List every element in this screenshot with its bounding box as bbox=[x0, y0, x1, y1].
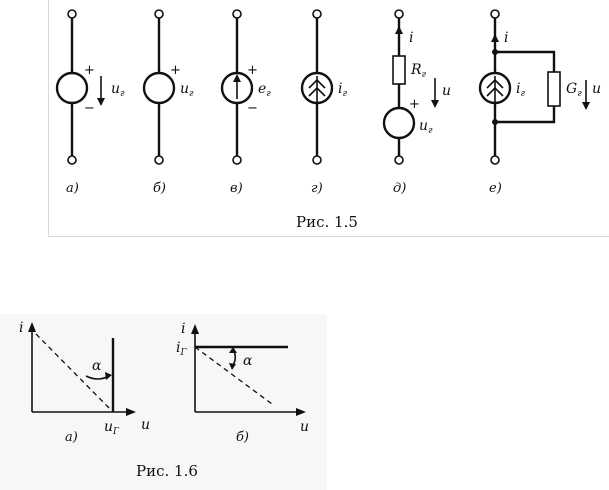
terminal-e-bottom bbox=[394, 155, 404, 165]
graph-a-angle-arrowhead bbox=[105, 372, 112, 380]
circuit-d: iг г) bbox=[300, 9, 347, 196]
graph-b-x-label: u bbox=[300, 419, 309, 435]
graph-b-y-tick: iГ bbox=[176, 340, 187, 358]
emf-label-c: eг bbox=[258, 81, 271, 99]
circuit-b: + uг б) bbox=[142, 9, 194, 196]
figure-1-5-caption: Рис. 1.5 bbox=[296, 213, 358, 231]
graph-a-angle-arc bbox=[85, 375, 110, 380]
terminal-b-top bbox=[154, 9, 164, 19]
figure-1-5: + − uг а) + uг б) + − eг в) bbox=[48, 0, 609, 237]
emf-arrowhead-c bbox=[233, 74, 241, 82]
graph-a-dashed-line bbox=[35, 333, 114, 413]
sublabel-c: в) bbox=[230, 181, 243, 196]
graph-a-x-arrowhead bbox=[126, 408, 136, 416]
current-source-f-chevrons bbox=[486, 78, 504, 97]
graph-b-y-arrowhead bbox=[191, 324, 199, 334]
terminal-f-bottom bbox=[490, 155, 500, 165]
voltage-arrowhead-e bbox=[431, 100, 439, 108]
graph-b-y-label: i bbox=[181, 321, 185, 337]
terminal-c-bottom bbox=[232, 155, 242, 165]
voltage-arrowhead-a bbox=[97, 98, 105, 106]
resistor-label-e: Rг bbox=[410, 62, 427, 80]
voltage-label-e: u bbox=[442, 83, 451, 99]
graph-a-x-tick: uГ bbox=[104, 419, 120, 437]
minus-sign-a: − bbox=[84, 101, 95, 116]
figure-1-5-drawing: + − uг а) + uг б) + − eг в) bbox=[55, 9, 601, 231]
voltage-source-a bbox=[55, 71, 89, 105]
circuit-e: i Rг + uг u д) bbox=[382, 9, 451, 196]
current-label-e: i bbox=[409, 30, 413, 46]
plus-sign-b: + bbox=[170, 63, 181, 78]
terminal-e-top bbox=[394, 9, 404, 19]
current-arrow-f bbox=[491, 34, 499, 42]
figure-1-6-drawing: i u α uГ а) i u α iГ б) Рис. 1.6 bbox=[19, 320, 309, 480]
graph-b-sublabel: б) bbox=[236, 430, 249, 445]
graph-b: i u α iГ б) bbox=[176, 321, 309, 445]
voltage-label-b: uг bbox=[180, 81, 194, 99]
sublabel-d: г) bbox=[311, 181, 323, 196]
graph-b-angle-arrowhead bbox=[229, 363, 236, 370]
figure-1-6: i u α uГ а) i u α iГ б) Рис. 1.6 bbox=[0, 314, 327, 490]
terminal-b-bottom bbox=[154, 155, 164, 165]
current-label-f: i bbox=[504, 30, 508, 46]
plus-sign-c: + bbox=[247, 63, 258, 78]
conductance-label-f: Gг bbox=[566, 81, 582, 99]
circuit-f: i iг Gг u е) bbox=[478, 9, 601, 196]
graph-b-x-arrowhead bbox=[296, 408, 306, 416]
sublabel-e: д) bbox=[393, 181, 406, 196]
conductance-f bbox=[547, 71, 561, 107]
graph-b-angle-arrowhead-top bbox=[229, 347, 237, 353]
graph-a-x-label: u bbox=[141, 417, 150, 433]
sublabel-f: е) bbox=[489, 181, 502, 196]
terminal-c-top bbox=[232, 9, 242, 19]
graph-a: i u α uГ а) bbox=[19, 320, 150, 445]
source-label-e: uг bbox=[419, 118, 433, 136]
graph-a-sublabel: а) bbox=[65, 430, 78, 445]
terminal-d-bottom bbox=[312, 155, 322, 165]
voltage-label-a: uг bbox=[111, 81, 125, 99]
current-source-d-chevrons bbox=[308, 78, 326, 97]
minus-sign-c: − bbox=[247, 101, 258, 116]
sublabel-b: б) bbox=[153, 181, 166, 196]
plus-sign-e: + bbox=[409, 97, 420, 112]
resistor-e bbox=[392, 55, 406, 85]
current-arrow-e bbox=[395, 26, 403, 34]
terminal-f-top bbox=[490, 9, 500, 19]
voltage-label-f: u bbox=[592, 81, 601, 97]
graph-b-dashed-line bbox=[194, 346, 273, 405]
terminal-a-bottom bbox=[67, 155, 77, 165]
terminal-a-top bbox=[67, 9, 77, 19]
terminal-d-top bbox=[312, 9, 322, 19]
circuit-f-branch-bottom bbox=[495, 106, 556, 124]
graph-a-angle-label: α bbox=[92, 358, 102, 374]
figure-1-6-caption: Рис. 1.6 bbox=[136, 462, 198, 480]
graph-a-y-label: i bbox=[19, 320, 23, 336]
circuit-c: + − eг в) bbox=[220, 9, 271, 196]
circuit-f-branch-top bbox=[495, 50, 556, 72]
circuit-a: + − uг а) bbox=[55, 9, 125, 196]
sublabel-a: а) bbox=[66, 181, 79, 196]
graph-a-y-arrowhead bbox=[28, 322, 36, 332]
plus-sign-a: + bbox=[84, 63, 95, 78]
graph-b-angle-label: α bbox=[243, 353, 253, 369]
source-label-f: iг bbox=[516, 81, 525, 99]
current-label-d: iг bbox=[338, 81, 347, 99]
voltage-arrowhead-f bbox=[582, 102, 590, 110]
voltage-source-e bbox=[382, 106, 416, 140]
